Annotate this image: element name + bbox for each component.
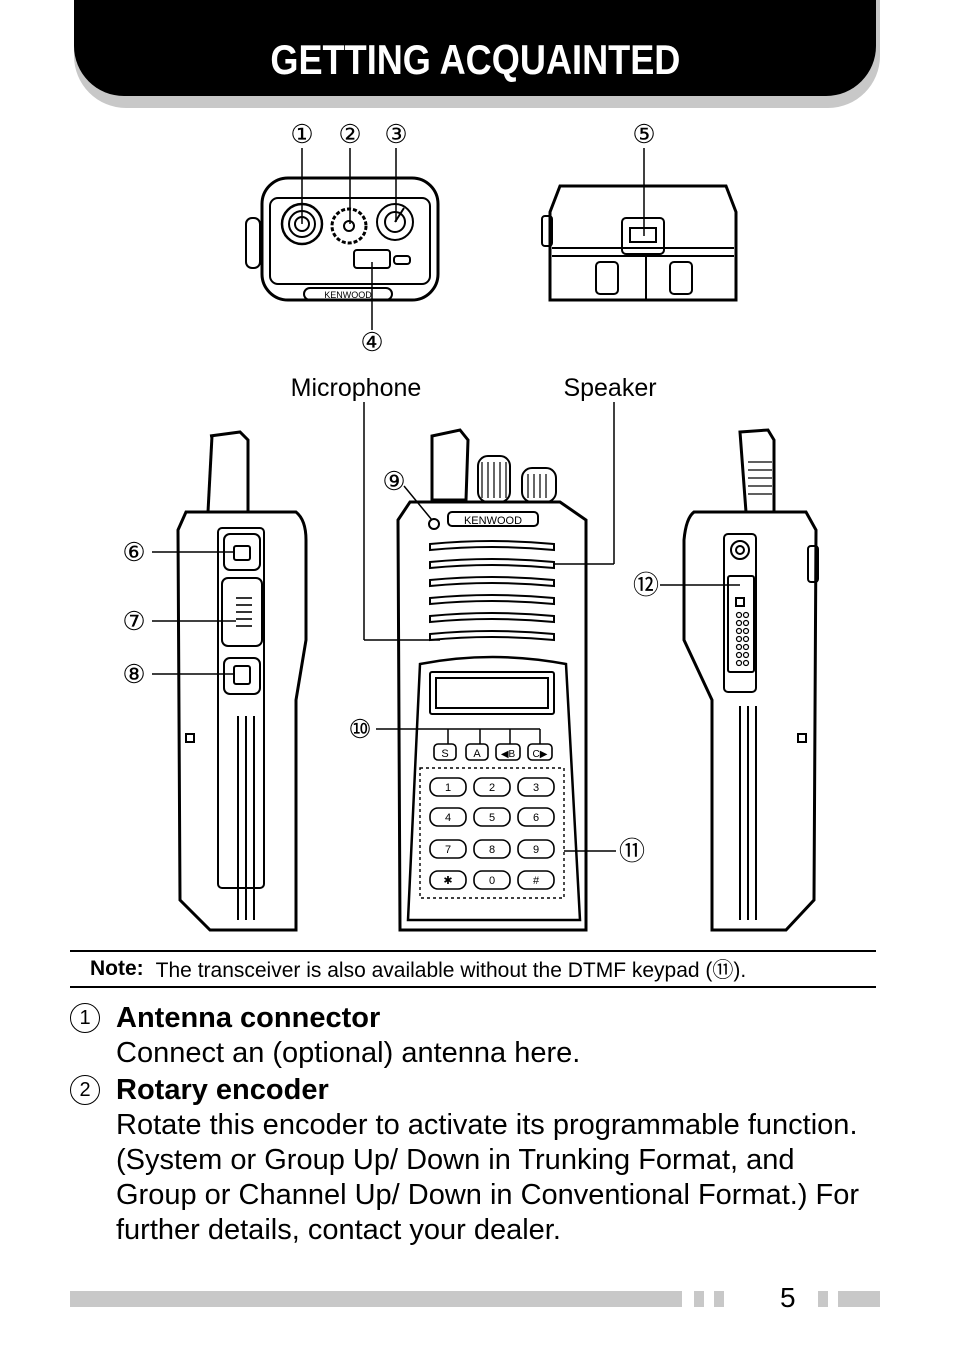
keypad-key-3: 3 — [533, 782, 539, 794]
item-number-1: 1 — [70, 1003, 100, 1033]
item-title-2: Rotary encoder — [116, 1074, 329, 1106]
callout-11: ⑪ — [619, 836, 645, 866]
keypad-key-9: 9 — [533, 844, 539, 856]
footer-bar-right — [838, 1291, 880, 1307]
right-side-view-illustration — [682, 428, 819, 932]
keypad-key-6: 6 — [533, 812, 539, 824]
microphone-label: Microphone — [291, 374, 422, 402]
front-view-illustration: KENWOOD — [396, 428, 588, 932]
radio-diagram: KENWOOD — [122, 119, 819, 932]
speaker-label: Speaker — [563, 374, 656, 402]
note-box: Note: The transceiver is also available … — [70, 950, 876, 988]
note-text: The transceiver is also available withou… — [155, 959, 747, 982]
keypad-key-5: 5 — [489, 812, 495, 824]
callout-7: ⑦ — [122, 606, 145, 636]
page-title: GETTING ACQUAINTED — [269, 36, 681, 83]
top-view-illustration: KENWOOD — [245, 176, 440, 302]
callout-9: ⑨ — [382, 466, 405, 496]
description-item-1: 1 Antenna connector Connect an (optional… — [70, 1001, 860, 1071]
callout-6: ⑥ — [122, 537, 145, 567]
keypad-key-star: ✱ — [443, 875, 452, 887]
description-item-2: 2 Rotary encoder Rotate this encoder to … — [70, 1073, 860, 1248]
callout-numbers: ① ② ③ ④ ⑤ ⑥ ⑦ ⑧ ⑨ ⑩ ⑪ ⑫ — [122, 119, 659, 866]
footer-bar-left — [70, 1291, 682, 1307]
footer-square — [714, 1291, 724, 1307]
keypad-key-7: 7 — [445, 844, 451, 856]
function-key-row: S A ◀B C▶ — [433, 743, 553, 761]
function-key-s: S — [441, 748, 448, 760]
callout-2: ② — [338, 119, 361, 149]
callout-4: ④ — [360, 327, 383, 357]
callout-5: ⑤ — [632, 119, 655, 149]
keypad-key-0: 0 — [489, 875, 495, 887]
callout-3: ③ — [384, 119, 407, 149]
callout-10: ⑩ — [348, 714, 371, 744]
item-desc-1: Connect an (optional) antenna here. — [116, 1037, 581, 1069]
dtmf-keypad: 1 2 3 4 5 6 7 8 9 ✱ 0 # — [429, 777, 555, 890]
callout-1: ① — [290, 119, 313, 149]
side-callout-lines — [152, 402, 740, 852]
keypad-key-8: 8 — [489, 844, 495, 856]
function-key-a: A — [473, 748, 481, 760]
left-side-view-illustration — [176, 430, 308, 932]
note-label: Note: — [90, 957, 144, 980]
function-key-c: C▶ — [533, 749, 548, 760]
top-view-brand: KENWOOD — [324, 290, 372, 300]
keypad-key-4: 4 — [445, 812, 451, 824]
keypad-key-hash: # — [533, 875, 540, 887]
top-callout-lines — [301, 148, 645, 330]
footer-square — [818, 1291, 828, 1307]
callout-8: ⑧ — [122, 659, 145, 689]
item-title-1: Antenna connector — [116, 1002, 381, 1034]
callout-12: ⑫ — [633, 570, 659, 600]
page-number: 5 — [780, 1282, 796, 1313]
page-header: GETTING ACQUAINTED — [74, 0, 876, 96]
item-number-2: 2 — [70, 1075, 100, 1105]
keypad-key-1: 1 — [445, 782, 451, 794]
footer-square — [694, 1291, 704, 1307]
front-view-brand: KENWOOD — [464, 515, 522, 527]
item-desc-2: Rotate this encoder to activate its prog… — [116, 1109, 860, 1246]
keypad-key-2: 2 — [489, 782, 495, 794]
rear-top-view-illustration — [541, 184, 738, 302]
function-key-b: ◀B — [501, 749, 516, 760]
